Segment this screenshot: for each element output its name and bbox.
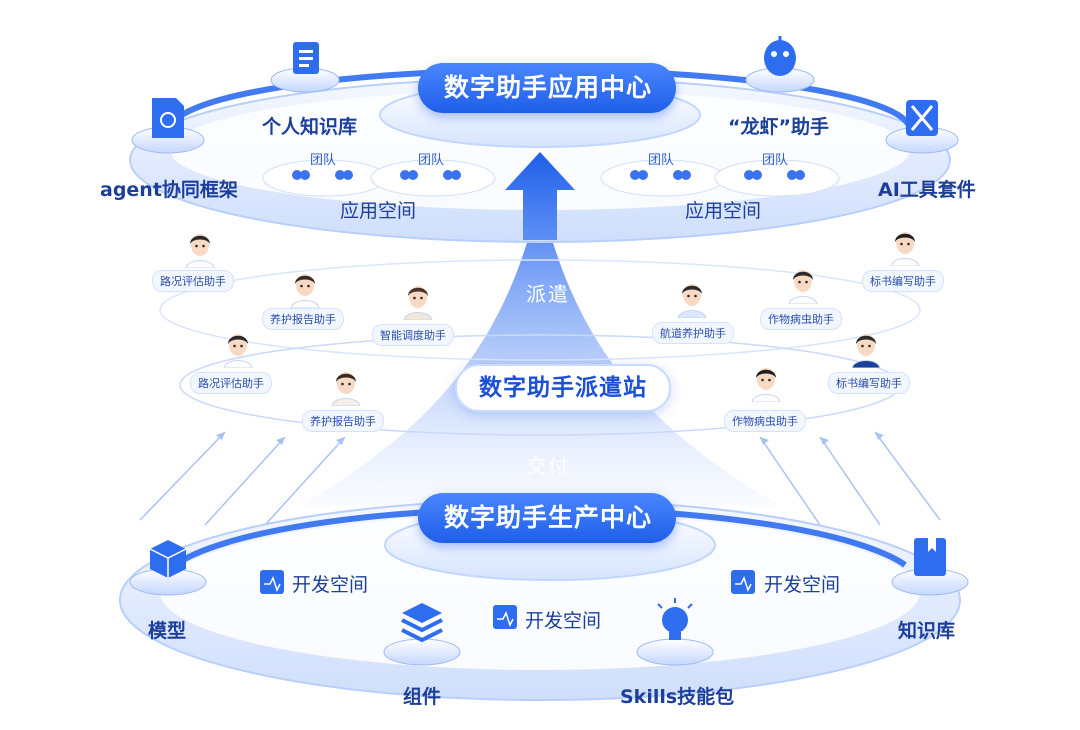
dev-space-icon-center — [493, 605, 517, 629]
production-center-title: 数字助手生产中心 — [418, 493, 676, 543]
assistant-avatar-icon — [285, 268, 325, 309]
team-label: 团队 — [418, 153, 445, 168]
model-cube-icon — [149, 540, 187, 578]
agent-framework-label: agent协同框架 — [100, 179, 238, 201]
personal-knowledge-label: 个人知识库 — [262, 116, 358, 138]
deliver-label: 交付 — [526, 454, 570, 478]
assistant-avatar-icon — [783, 264, 823, 305]
up-arrow — [505, 152, 575, 240]
assistant-avatar-icon — [885, 226, 925, 267]
dev-space-left: 开发空间 — [292, 574, 369, 596]
assistant-avatar-icon — [398, 280, 438, 321]
assistant-role-tag: 作物病虫助手 — [724, 410, 806, 432]
assistant-avatar-icon — [672, 278, 712, 319]
component-layers-icon — [401, 603, 443, 643]
lobster-assistant-label: “龙虾”助手 — [728, 116, 829, 138]
dispatch-label: 派遣 — [526, 282, 570, 306]
assistant-avatar-icon — [326, 366, 366, 407]
assistant-role-tag: 路况评估助手 — [152, 270, 234, 292]
application-space-right: 应用空间 — [685, 200, 762, 222]
assistant-avatar-icon — [180, 228, 220, 269]
robot-icon — [764, 36, 796, 76]
assistant-role-tag: 标书编写助手 — [828, 372, 910, 394]
dispatch-beam — [300, 195, 780, 505]
assistant-avatar-icon — [746, 362, 786, 403]
platform-label-component: 组件 — [403, 686, 442, 708]
assistant-role-tag: 路况评估助手 — [190, 372, 272, 394]
ai-toolkit-label: AI工具套件 — [878, 179, 976, 201]
assistant-role-tag: 养护报告助手 — [262, 308, 344, 330]
assistant-avatar-icon — [218, 328, 258, 369]
knowledge-base-book-icon — [914, 538, 946, 576]
team-label: 团队 — [310, 153, 337, 168]
assistant-role-tag: 作物病虫助手 — [760, 308, 842, 330]
platform-label-knowledge-base: 知识库 — [898, 620, 956, 642]
assistant-role-tag: 智能调度助手 — [372, 324, 454, 346]
application-space-left: 应用空间 — [340, 200, 417, 222]
assistant-role-tag: 航道养护助手 — [652, 322, 734, 344]
team-label: 团队 — [762, 153, 789, 168]
platform-label-model: 模型 — [148, 620, 187, 642]
skills-bulb-icon — [657, 598, 693, 640]
team-icons — [292, 170, 805, 180]
assistant-role-tag: 养护报告助手 — [302, 410, 384, 432]
dev-space-right: 开发空间 — [764, 574, 841, 596]
dev-space-icon-right — [731, 570, 755, 594]
dispatch-station-title: 数字助手派遣站 — [455, 364, 671, 412]
application-center-title: 数字助手应用中心 — [418, 63, 676, 113]
platform-label-skills: Skills技能包 — [620, 686, 735, 708]
ai-toolkit-icon — [906, 100, 938, 136]
dev-space-icon-left — [260, 570, 284, 594]
team-label: 团队 — [648, 153, 675, 168]
knowledge-book-icon — [293, 42, 319, 74]
assistant-role-tag: 标书编写助手 — [862, 270, 944, 292]
dev-space-center: 开发空间 — [525, 610, 602, 632]
assistant-avatar-icon — [846, 328, 886, 369]
agent-document-icon — [152, 98, 184, 138]
